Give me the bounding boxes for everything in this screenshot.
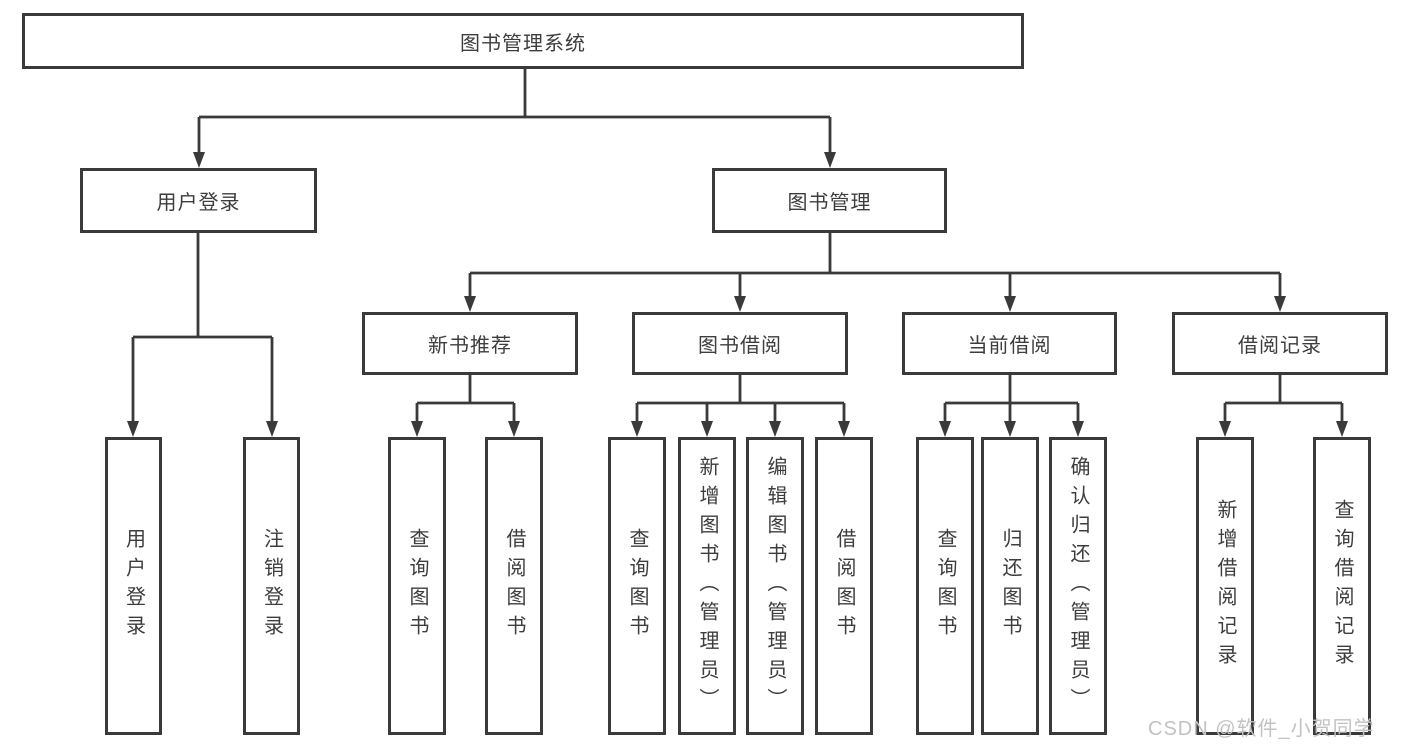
node-book-borrowing: 图书借阅 [632,312,848,375]
connector-book-management-to-level3 [464,233,1286,312]
node-current-borrowing: 当前借阅 [902,312,1117,375]
leaf-return-books: 归还图书 [981,437,1039,735]
arrow-down-icon [701,421,713,437]
arrow-down-icon [411,421,423,437]
leaf-add-books-admin: 新增图书（管理员） [678,437,736,735]
leaf-query-books-recommend: 查询图书 [388,437,446,735]
arrow-down-icon [838,421,850,437]
arrow-down-icon [1004,296,1016,312]
connector-root-to-level2 [193,69,836,168]
arrow-down-icon [631,421,643,437]
leaf-confirm-return-admin: 确认归还（管理员） [1049,437,1107,735]
arrow-down-icon [734,296,746,312]
node-root: 图书管理系统 [22,13,1024,69]
leaf-logout: 注销登录 [243,437,300,735]
arrow-down-icon [1274,296,1286,312]
arrow-down-icon [464,296,476,312]
connector-borrowing-records-to-leaves [1219,375,1348,437]
leaf-add-borrow-record: 新增借阅记录 [1196,437,1254,735]
arrow-down-icon [1336,421,1348,437]
arrow-down-icon [266,421,278,437]
connector-book-borrowing-to-leaves [631,375,850,437]
leaf-user-login: 用户登录 [105,437,162,735]
connector-current-borrowing-to-leaves [939,375,1084,437]
arrow-down-icon [1004,421,1016,437]
arrow-down-icon [1072,421,1084,437]
node-borrowing-records: 借阅记录 [1172,312,1388,375]
leaf-borrow-books-recommend: 借阅图书 [485,437,543,735]
node-user-login: 用户登录 [80,168,317,233]
node-new-book-recommend: 新书推荐 [362,312,578,375]
arrow-down-icon [193,152,205,168]
arrow-down-icon [127,421,139,437]
connector-user-login-to-leaves [127,233,278,437]
arrow-down-icon [508,421,520,437]
connector-new-book-recommend-to-leaves [411,375,520,437]
leaf-query-books-borrowing: 查询图书 [608,437,666,735]
arrow-down-icon [769,421,781,437]
arrow-down-icon [1219,421,1231,437]
csdn-watermark: CSDN @软件_小贺同学 [1148,718,1375,740]
leaf-edit-books-admin: 编辑图书（管理员） [746,437,804,735]
arrow-down-icon [824,152,836,168]
leaf-query-borrow-record: 查询借阅记录 [1313,437,1371,735]
leaf-borrow-books-borrowing: 借阅图书 [815,437,873,735]
node-book-management: 图书管理 [712,168,947,233]
arrow-down-icon [939,421,951,437]
leaf-query-books-current: 查询图书 [916,437,974,735]
